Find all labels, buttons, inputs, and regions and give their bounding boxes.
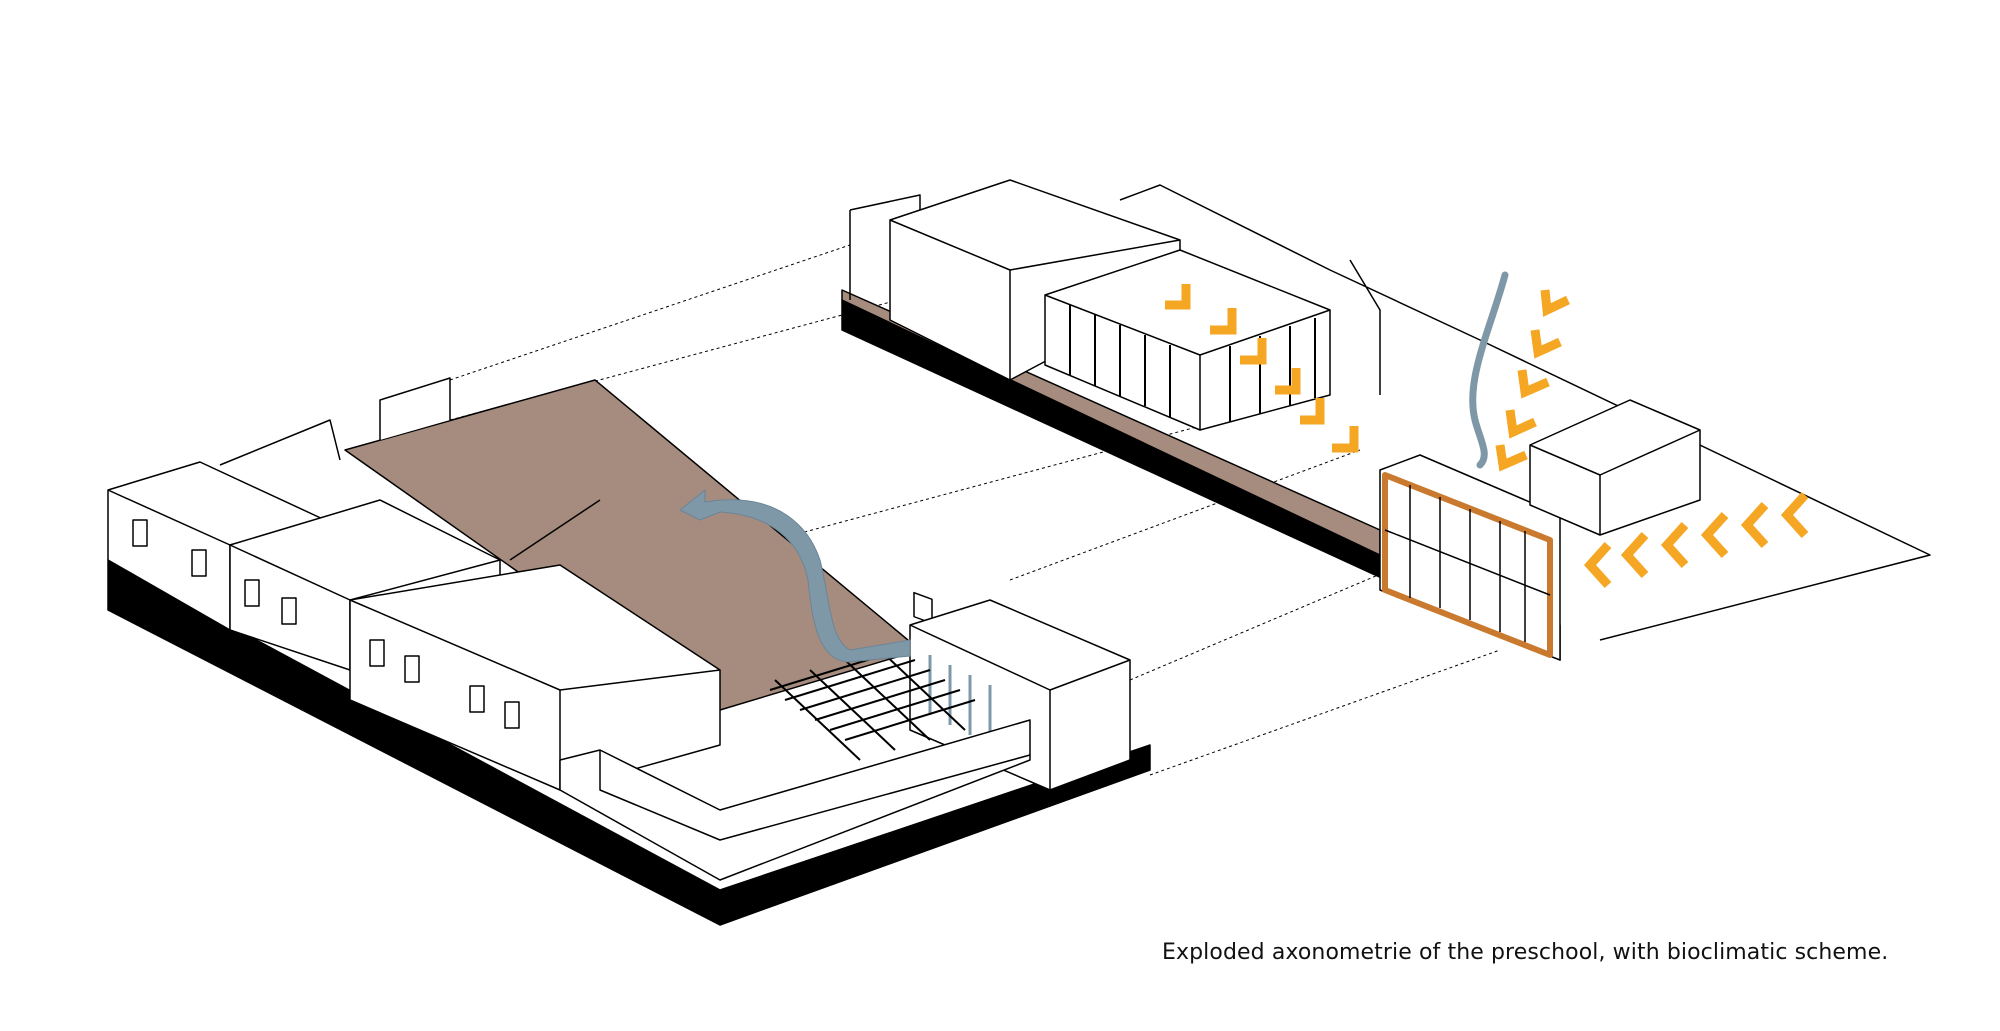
upper-block <box>841 179 1931 661</box>
sun-chevrons-horizontal <box>1583 491 1809 589</box>
sun-chevrons-diagonal <box>1165 284 1359 453</box>
figure-caption: Exploded axonometrie of the preschool, w… <box>1162 940 1889 965</box>
sun-chevrons-upper-right <box>1495 289 1570 472</box>
ventilation-arrow-right <box>1469 271 1509 469</box>
ventilation-arrow-left <box>679 488 911 663</box>
pergola <box>769 649 976 761</box>
lower-block <box>107 377 1151 926</box>
